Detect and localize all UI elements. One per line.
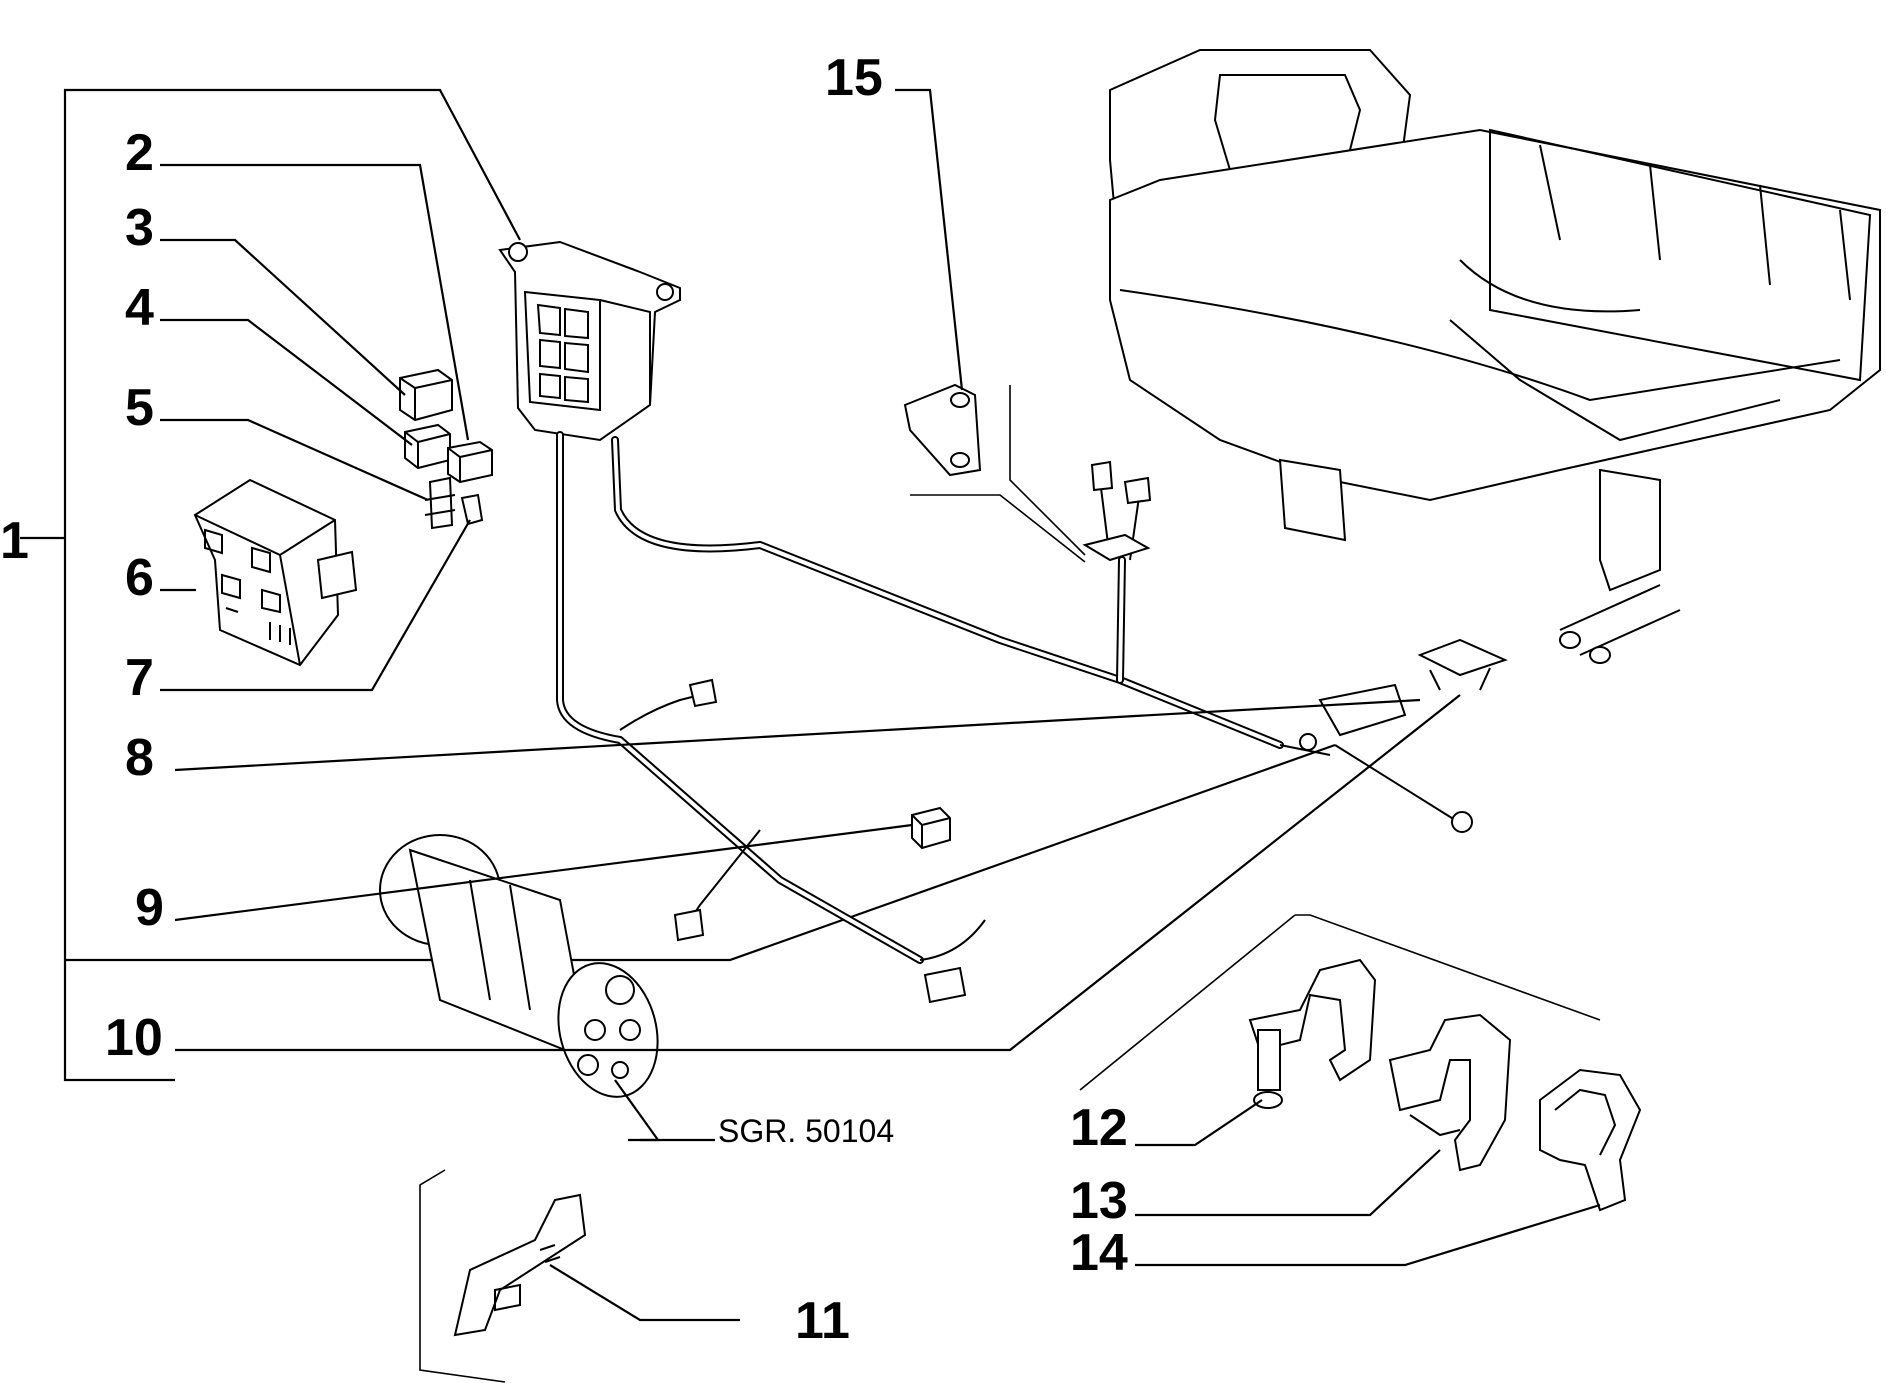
- clip-5: [424, 476, 456, 530]
- callout-3: 3: [125, 199, 154, 257]
- callout-4: 4: [125, 279, 154, 337]
- callout-14: 14: [1070, 1224, 1128, 1282]
- callout-2: 2: [125, 124, 154, 182]
- compressor: [379, 834, 659, 1098]
- clamp-14: [1539, 1068, 1642, 1212]
- bracket-11: [453, 1193, 587, 1337]
- bracket-15: [903, 383, 982, 477]
- relay-cover-6: [193, 478, 358, 667]
- callout-6: 6: [125, 549, 154, 607]
- relay-4a: [404, 423, 451, 470]
- relay-9: [911, 806, 951, 850]
- callout-15: 15: [825, 49, 883, 107]
- fuse-relay-box: [498, 240, 681, 442]
- reference-note: SGR. 50104: [718, 1113, 894, 1149]
- callout-5: 5: [125, 379, 154, 437]
- clamp-13: [1388, 1013, 1512, 1172]
- callout-1: 1: [0, 512, 29, 570]
- callout-10: 10: [105, 1009, 163, 1067]
- clamp-12: [1248, 958, 1377, 1109]
- callout-12: 12: [1070, 1099, 1128, 1157]
- wiring-harness: [556, 431, 1473, 1004]
- callout-labels: 1 2 3 4 5 6 7 8 9 10 11 12 13 14 15 SGR.…: [0, 49, 1128, 1350]
- callout-11: 11: [795, 1292, 850, 1350]
- fuse-cover-8: [1417, 638, 1508, 691]
- callout-13: 13: [1070, 1172, 1128, 1230]
- clip-7: [460, 493, 484, 526]
- relay-3: [399, 368, 453, 422]
- callout-9: 9: [135, 879, 164, 937]
- callout-8: 8: [125, 729, 154, 787]
- relay-4b: [447, 440, 493, 484]
- leader-lines: [160, 88, 1601, 1383]
- hvac-housing: [1109, 49, 1881, 664]
- assembly-bracket-1: [20, 88, 1336, 1082]
- callout-7: 7: [125, 649, 154, 707]
